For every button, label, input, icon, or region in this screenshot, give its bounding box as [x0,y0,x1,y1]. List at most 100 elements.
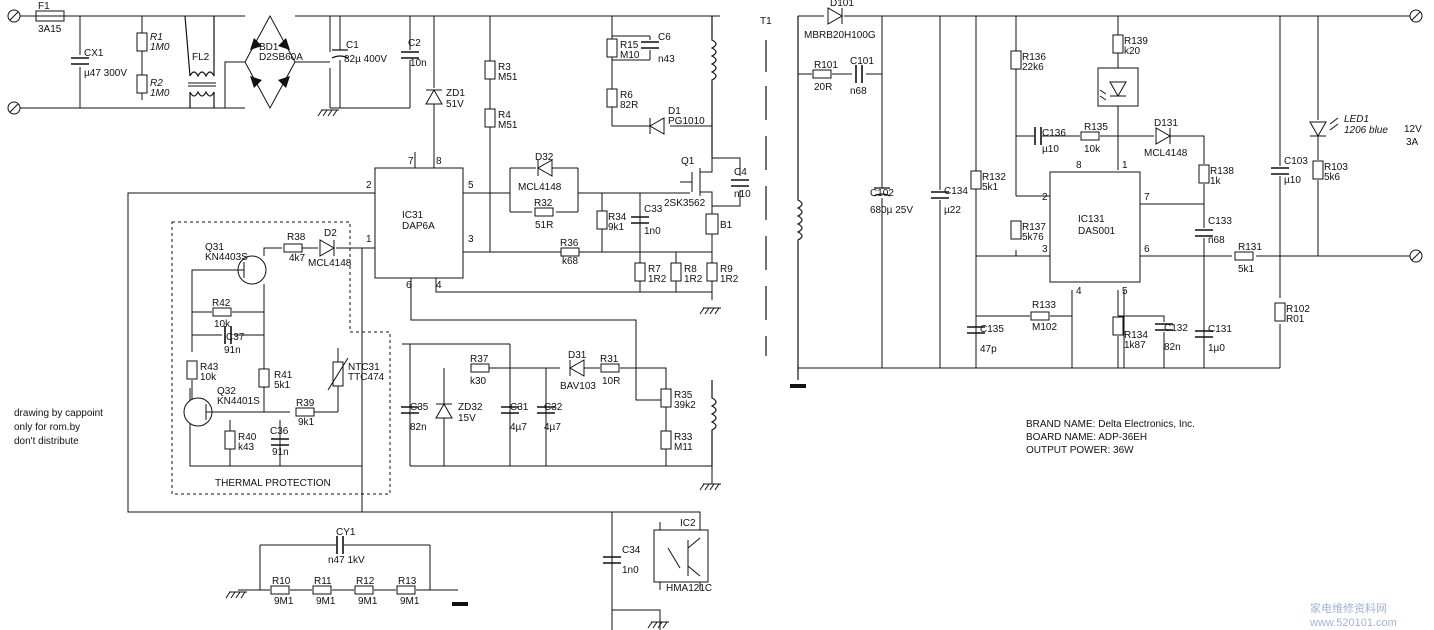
transformer-t1: T1 [760,16,806,388]
svg-text:C4: C4 [734,167,747,178]
svg-text:1R2: 1R2 [684,274,703,285]
resistor-r34 [596,210,608,230]
svg-text:1µ0: 1µ0 [1208,343,1225,354]
svg-text:R43: R43 [200,362,219,373]
common-mode-choke-fl2: FL2 [184,15,216,108]
optocoupler-ic2 [653,529,709,583]
svg-text:9k1: 9k1 [298,417,315,428]
svg-text:2: 2 [1042,192,1048,203]
svg-text:CY1: CY1 [336,527,356,538]
aux-winding [710,380,717,466]
svg-text:k68: k68 [562,256,579,267]
capacitor-cy1 [336,535,344,555]
resistor-r40 [224,430,236,450]
resistor-r101 [812,69,832,79]
input-section: F1 3A15 CX1 µ47 300V R1 1M0 R2 1M0 FL2 B… [7,1,720,117]
resistor-r13 [396,585,416,595]
svg-text:10R: 10R [602,376,620,387]
svg-text:IC2: IC2 [680,518,696,529]
svg-text:D131: D131 [1154,118,1178,129]
svg-text:n10: n10 [734,189,751,200]
diode-d1 [648,117,665,135]
resistor-r6 [606,88,618,108]
svg-text:MCL4148: MCL4148 [1144,148,1188,159]
ac-input-terminal-bottom [7,101,21,115]
svg-text:C131: C131 [1208,324,1232,335]
svg-text:R101: R101 [814,60,838,71]
resistor-r7 [634,262,646,282]
svg-text:µ47 300V: µ47 300V [84,68,127,79]
resistor-r102 [1274,302,1286,322]
resistor-r37 [470,363,490,373]
svg-text:µ10: µ10 [1042,144,1059,155]
ic-ic131: IC131 DAS001 8 1 2 7 3 6 4 5 [1042,160,1150,297]
svg-text:91n: 91n [272,447,289,458]
svg-text:n68: n68 [1208,235,1225,246]
resistor-r138 [1198,164,1210,184]
zener-zd32 [435,402,453,419]
svg-text:82µ 400V: 82µ 400V [344,54,387,65]
svg-text:C102: C102 [870,188,894,199]
svg-text:HMA121C: HMA121C [666,583,712,594]
svg-text:R11: R11 [314,576,332,587]
svg-text:D101: D101 [830,0,854,9]
resistor-r4 [484,108,496,128]
svg-text:1: 1 [1122,160,1128,171]
svg-text:k20: k20 [1124,46,1141,57]
svg-text:R131: R131 [1238,242,1262,253]
svg-text:C101: C101 [850,56,874,67]
svg-text:Q32: Q32 [217,386,236,397]
svg-text:家电维修资料网: 家电维修资料网 [1310,601,1387,615]
resistor-r35 [660,388,672,408]
secondary-ground-bar [452,602,468,606]
svg-text:M11: M11 [674,442,693,453]
capacitor-c101 [855,64,863,84]
svg-text:R32: R32 [534,198,553,209]
svg-text:D31: D31 [568,350,587,361]
svg-text:T1: T1 [760,16,772,27]
svg-text:10k: 10k [214,319,231,330]
svg-text:k43: k43 [238,442,255,453]
svg-text:R41: R41 [274,370,293,381]
svg-text:5k1: 5k1 [274,380,291,391]
svg-text:4: 4 [436,280,442,291]
resistor-r1 [136,32,148,52]
svg-text:R33: R33 [674,432,693,443]
aux-supply: C35 82n ZD32 15V R37 k30 C31 4µ7 C32 4µ7… [400,343,722,491]
svg-text:PG1010: PG1010 [668,116,705,127]
ground-primary [317,109,340,117]
svg-text:3: 3 [1042,244,1048,255]
svg-text:4µ7: 4µ7 [510,422,527,433]
svg-text:C36: C36 [270,426,289,437]
resistor-r136 [1010,50,1022,70]
primary-winding [710,16,717,158]
svg-text:C6: C6 [658,32,671,43]
svg-text:drawing by cappoint: drawing by cappoint [14,408,103,419]
secondary-winding [796,16,803,380]
output-terminal-positive [1409,9,1423,23]
svg-text:R01: R01 [1286,314,1305,325]
resistor-r12 [354,585,374,595]
svg-text:BOARD NAME: ADP-36EH: BOARD NAME: ADP-36EH [1026,432,1147,443]
svg-text:TTC474: TTC474 [348,372,385,383]
svg-text:3A15: 3A15 [38,24,62,35]
svg-text:R10: R10 [272,576,291,587]
svg-text:CX1: CX1 [84,48,104,59]
svg-text:12V: 12V [1404,124,1422,135]
svg-text:5k6: 5k6 [1324,172,1341,183]
svg-text:ZD1: ZD1 [446,88,465,99]
svg-text:KN4403S: KN4403S [205,252,248,263]
svg-text:C103: C103 [1284,156,1308,167]
svg-text:FL2: FL2 [192,52,210,63]
svg-text:R37: R37 [470,354,489,365]
svg-text:3A: 3A [1406,137,1419,148]
bead-b1 [705,213,719,235]
svg-text:C133: C133 [1208,216,1232,227]
svg-text:D2SB60A: D2SB60A [259,52,303,63]
svg-text:22k6: 22k6 [1022,62,1044,73]
svg-text:1: 1 [366,234,372,245]
diode-d31 [568,359,585,377]
svg-text:R31: R31 [600,354,619,365]
svg-text:9M1: 9M1 [358,596,378,607]
